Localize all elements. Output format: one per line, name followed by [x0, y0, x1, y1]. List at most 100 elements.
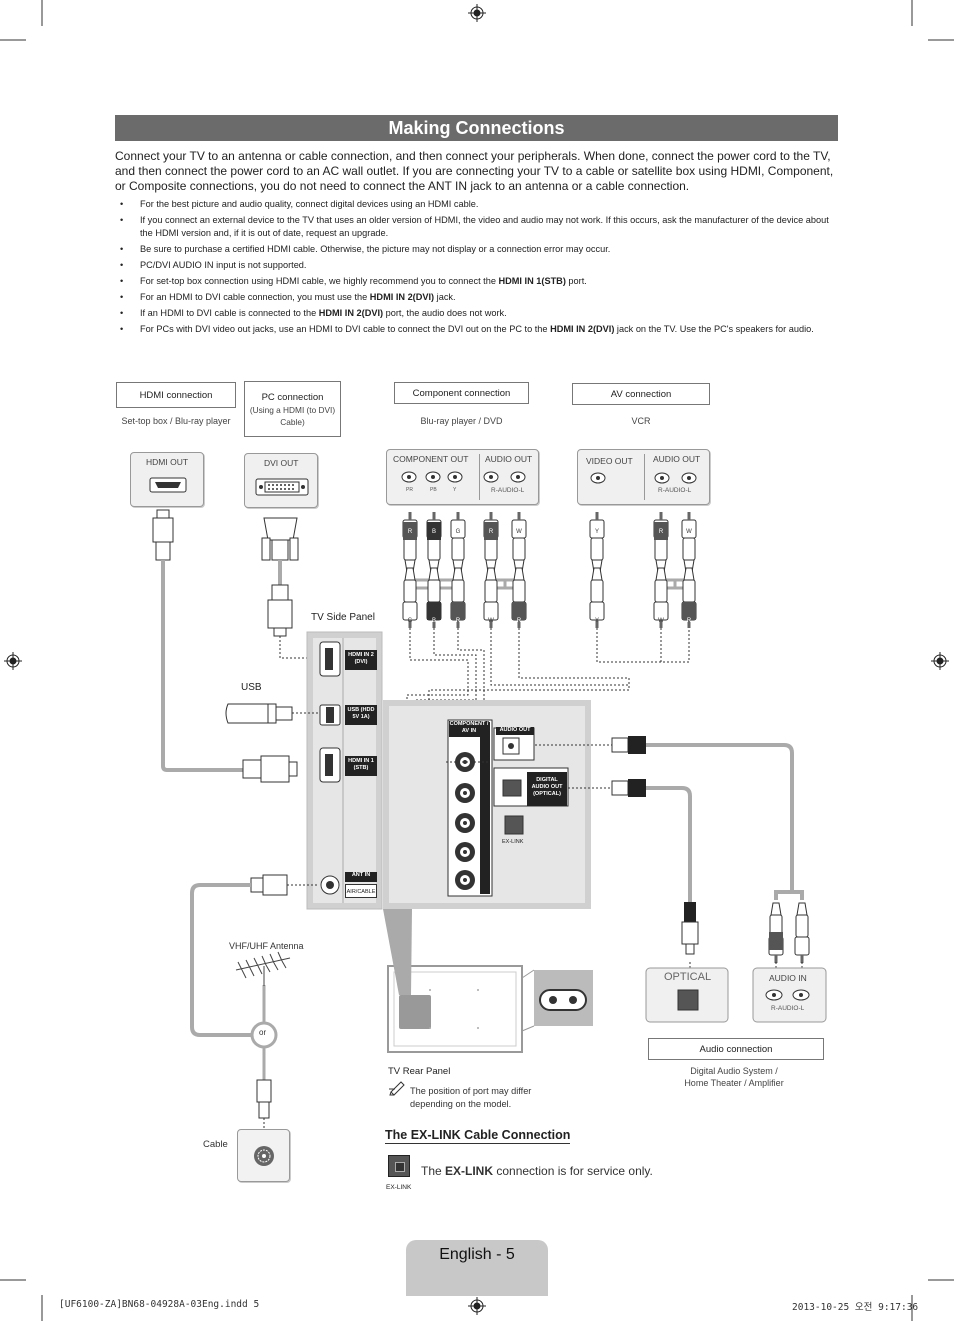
plug-letter: R — [517, 618, 522, 624]
audio-devices-line2: Home Theater / Amplifier — [684, 1078, 784, 1088]
usb-stick-icon — [225, 703, 318, 724]
list-item: If an HDMI to DVI cable is connected to … — [118, 307, 840, 320]
plug-letter: W — [488, 618, 494, 624]
pc-connection-label: PC connection (Using a HDMI (to DVI) Cab… — [244, 381, 341, 437]
list-item: For set-top box connection using HDMI ca… — [118, 275, 840, 288]
plug-letter: B — [432, 529, 436, 535]
cable-label: Cable — [203, 1139, 228, 1150]
audio-out-label: AUDIO OUT — [653, 454, 701, 464]
audio-in-label: AUDIO IN — [769, 973, 807, 983]
component-devices: Blu-ray player / DVD — [420, 416, 503, 426]
hdmi-devices: Set-top box / Blu-ray player — [121, 416, 231, 426]
video-out-label: VIDEO OUT — [586, 456, 633, 466]
plug-letter: W — [686, 529, 692, 535]
or-label: or — [259, 1028, 267, 1037]
list-item: If you connect an external device to the… — [118, 214, 840, 239]
dvi-port-icon — [255, 478, 309, 496]
ex-link-port-label: EX-LINK — [502, 839, 524, 845]
page-number-tab: English - 5 — [406, 1240, 548, 1296]
registration-mark-icon — [4, 4, 949, 1315]
av-connection-label: AV connection — [572, 383, 710, 405]
exlink-port-icon — [388, 1155, 410, 1177]
rca-jacks-icon — [401, 471, 526, 483]
hdmi-out-label: HDMI OUT — [146, 457, 189, 467]
plug-letter: W — [516, 529, 522, 535]
hdmi-port-icon — [149, 477, 187, 493]
jack-label: Y — [453, 487, 457, 493]
tv-rear-panel — [383, 700, 612, 909]
exlink-heading: The EX-LINK Cable Connection — [385, 1128, 571, 1144]
optical-label: OPTICAL — [664, 971, 712, 983]
component-out-label: COMPONENT OUT — [393, 454, 469, 464]
pencil-note-icon — [389, 1081, 405, 1096]
component-av-in-tag: COMPONENT / AV IN — [449, 721, 489, 737]
component-connection-label: Component connection — [394, 382, 529, 404]
coax-jack-icon — [254, 1146, 274, 1166]
footer-file: [UF6100-ZA]BN68-04928A-03Eng.indd 5 — [59, 1299, 260, 1310]
antenna-label: VHF/UHF Antenna — [229, 941, 304, 951]
usb-label: USB — [241, 682, 262, 693]
plug-letter: R — [687, 618, 692, 624]
audio-rl-label: R-AUDIO-L — [658, 487, 692, 494]
rca-jacks-icon — [590, 472, 697, 484]
exlink-text: The EX-LINK connection is for service on… — [421, 1164, 653, 1178]
hdmi-in-1-tag: HDMI IN 1 (STB) — [345, 756, 377, 776]
cable-port-box — [237, 1129, 290, 1182]
connection-diagram: R B G R W G B R W R Y R W Y W R — [152, 509, 827, 1128]
plug-letter: G — [408, 618, 413, 624]
pc-connection-note: (Using a HDMI (to DVI) — [249, 405, 336, 415]
plug-letter: R — [489, 529, 494, 535]
plug-letter: W — [658, 618, 664, 624]
av-devices: VCR — [631, 416, 651, 426]
rear-panel-note: The position of port may differ dependin… — [410, 1086, 532, 1109]
plug-letter: R — [408, 529, 413, 535]
footer-date: 2013-10-25 오전 9:17:36 — [792, 1302, 919, 1313]
av-cable — [589, 511, 697, 663]
audio-rl-label: R-AUDIO-L — [491, 487, 525, 494]
exlink-icon-label: EX-LINK — [386, 1184, 412, 1191]
plug-letter: G — [456, 529, 461, 535]
audio-out-label: AUDIO OUT — [485, 454, 533, 464]
hdmi-in-2-tag: HDMI IN 2 (DVI) — [345, 650, 377, 670]
intro-paragraph: Connect your TV to an antenna or cable c… — [115, 149, 834, 193]
hdmi-cable — [152, 509, 298, 783]
dvi-out-port-box: DVI OUT — [244, 453, 318, 508]
digital-audio-out-tag: DIGITAL AUDIO OUT (OPTICAL) — [527, 772, 567, 806]
list-item: Be sure to purchase a certified HDMI cab… — [118, 243, 840, 256]
jack-label: PR — [406, 487, 413, 493]
list-item: For an HDMI to DVI cable connection, you… — [118, 291, 840, 304]
plug-letter: R — [659, 529, 664, 535]
antenna-icon — [235, 951, 291, 986]
antenna-cable — [190, 874, 318, 1128]
plug-labels: R B G R W G B R W R Y R W Y W R — [408, 529, 693, 624]
audio-rl-label: R-AUDIO-L — [771, 1005, 805, 1012]
list-item: For the best picture and audio quality, … — [118, 198, 840, 211]
plug-letter: B — [432, 618, 436, 624]
tv-side-panel-label: TV Side Panel — [311, 612, 375, 623]
pc-connection-note: Cable) — [280, 417, 305, 427]
air-cable-tag: AIR/CABLE — [345, 884, 377, 898]
list-item: PC/DVI AUDIO IN input is not supported. — [118, 259, 840, 272]
audio-device-ports — [645, 967, 827, 1023]
av-out-port-box: VIDEO OUT AUDIO OUT R-AUDIO-L — [577, 449, 710, 505]
rear-panel-label: TV Rear Panel — [388, 1066, 451, 1077]
dvi-cable — [261, 517, 312, 659]
dvi-out-label: DVI OUT — [264, 458, 299, 468]
audio-cables — [611, 736, 810, 978]
page-title: Making Connections — [115, 115, 838, 141]
ant-in-tag: ANT IN — [345, 872, 377, 882]
plug-letter: Y — [595, 618, 599, 624]
tips-list: For the best picture and audio quality, … — [118, 198, 840, 339]
audio-connection-label: Audio connection — [648, 1038, 824, 1060]
hdmi-connection-label: HDMI connection — [116, 382, 236, 408]
hdmi-out-port-box: HDMI OUT — [130, 452, 204, 507]
pc-connection-title: PC connection — [261, 392, 324, 403]
page-number: English - 5 — [439, 1246, 515, 1263]
component-out-port-box: COMPONENT OUT AUDIO OUT PR PB Y R-AUDIO-… — [386, 449, 539, 505]
tv-rear-thumbnail — [383, 909, 593, 1053]
list-item: For PCs with DVI video out jacks, use an… — [118, 323, 840, 336]
jack-label: PB — [430, 487, 437, 493]
usb-port-tag: USB (HDD 5V 1A) — [345, 705, 377, 725]
plug-letter: R — [456, 618, 461, 624]
